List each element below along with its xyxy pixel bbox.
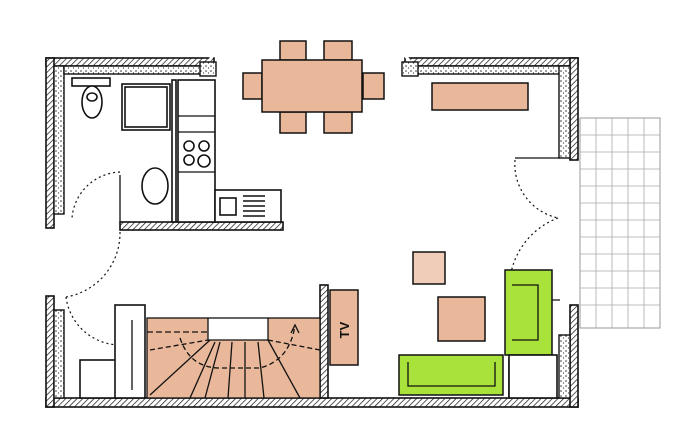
entry-door[interactable] (65, 231, 121, 346)
exterior-walls (45, 12, 579, 408)
washbasin (141, 167, 169, 205)
corner-box (508, 354, 558, 399)
side-table (412, 251, 446, 285)
tv-cabinet: TV (329, 289, 359, 366)
staircase[interactable] (146, 317, 321, 399)
sideboard (431, 82, 529, 111)
tv-label: TV (337, 321, 352, 338)
stove (183, 140, 211, 168)
toilet (71, 77, 111, 119)
dining-table (261, 59, 363, 113)
dining-set (242, 40, 385, 134)
coat-rack (114, 304, 146, 399)
wardrobe (79, 359, 121, 399)
coffee-table (437, 296, 486, 342)
terrace-tiles (579, 117, 661, 329)
sofa-horizontal (398, 354, 504, 396)
sofa-vertical (504, 269, 553, 356)
wc-door[interactable] (71, 171, 121, 219)
sink (219, 195, 265, 217)
terrace-door[interactable] (508, 159, 559, 299)
